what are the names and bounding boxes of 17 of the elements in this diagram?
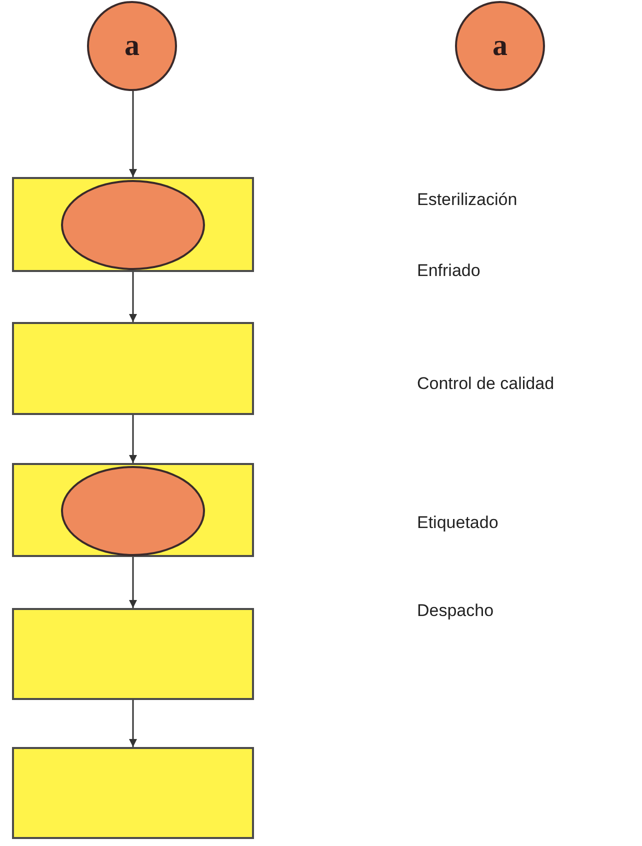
step-label: Esterilización [417, 190, 518, 210]
arrow [129, 700, 137, 747]
process-box [12, 322, 254, 415]
circle-letter: a [124, 31, 140, 61]
step-label: Enfriado [417, 261, 480, 281]
circle-letter: a [492, 31, 508, 61]
process-box [12, 177, 254, 272]
step-label: Etiquetado [417, 513, 498, 533]
arrow [129, 557, 137, 608]
process-box [12, 608, 254, 700]
process-box [12, 747, 254, 839]
arrow [129, 272, 137, 322]
process-box [12, 463, 254, 557]
step-label: Control de calidad [417, 374, 554, 394]
arrow [129, 415, 137, 463]
step-label: Despacho [417, 601, 494, 621]
arrow [129, 91, 137, 177]
